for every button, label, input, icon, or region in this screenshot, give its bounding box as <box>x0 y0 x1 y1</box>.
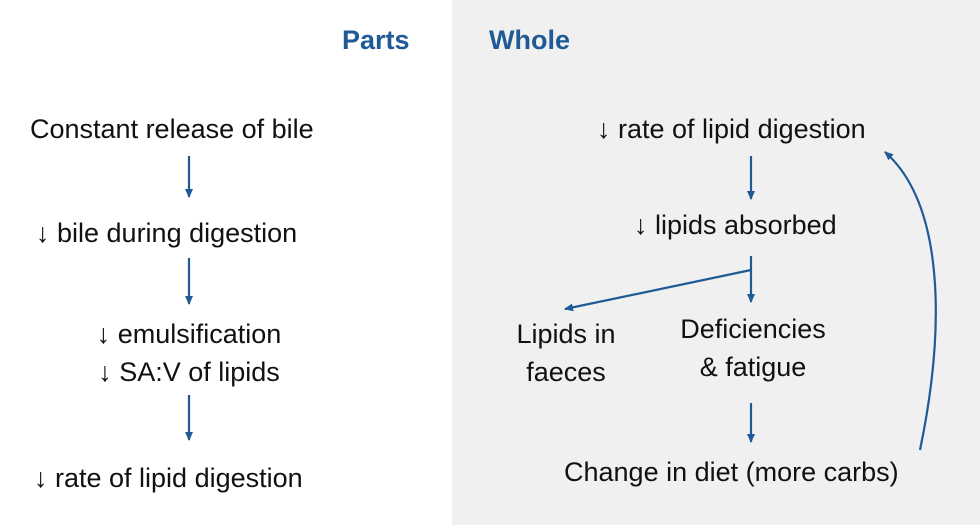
whole-node-lipids-in-faeces-line1: Lipids in <box>516 319 616 349</box>
whole-node-lipids-absorbed: ↓ lipids absorbed <box>634 210 837 240</box>
parts-panel <box>0 0 452 525</box>
parts-node-emulsification-line2: ↓ SA:V of lipids <box>98 357 280 387</box>
parts-node-emulsification: ↓ emulsification ↓ SA:V of lipids <box>58 315 320 391</box>
parts-heading: Parts <box>342 25 410 55</box>
whole-panel <box>452 0 980 525</box>
parts-node-bile-during-digestion: ↓ bile during digestion <box>36 218 298 248</box>
whole-node-lipids-in-faeces-line2: faeces <box>526 357 606 387</box>
whole-node-lipids-in-faeces: Lipids in faeces <box>496 315 636 391</box>
arrow-whole-diet-feedback <box>884 151 937 451</box>
parts-node-rate-lipid-digestion: ↓ rate of lipid digestion <box>34 463 303 493</box>
whole-node-rate-lipid-digestion: ↓ rate of lipid digestion <box>597 114 866 144</box>
parts-node-emulsification-line1: ↓ emulsification <box>96 319 282 349</box>
whole-node-deficiencies-line1: Deficiencies <box>680 314 826 344</box>
parts-node-constant-release: Constant release of bile <box>30 114 314 144</box>
whole-heading: Whole <box>489 25 570 55</box>
whole-node-deficiencies-fatigue: Deficiencies & fatigue <box>662 310 844 386</box>
whole-node-deficiencies-line2: & fatigue <box>699 352 807 382</box>
arrow-whole-absorbed-to-faeces <box>564 268 752 312</box>
whole-node-change-in-diet: Change in diet (more carbs) <box>564 457 899 487</box>
